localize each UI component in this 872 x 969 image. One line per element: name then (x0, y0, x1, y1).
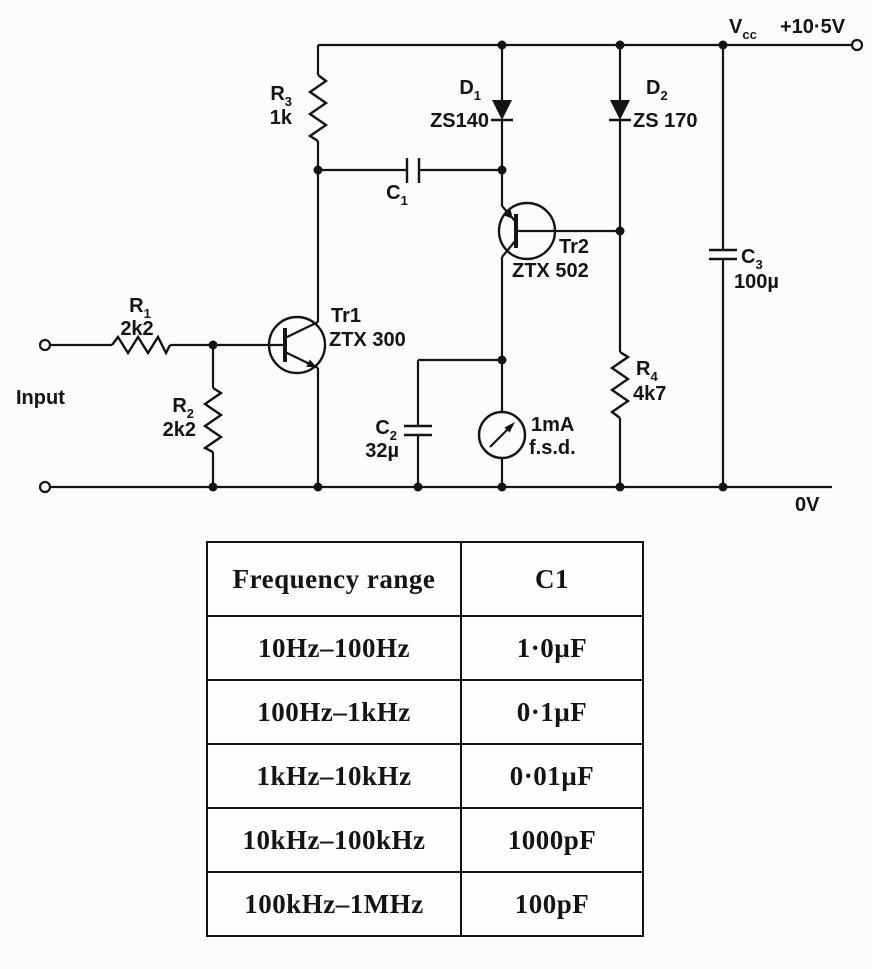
capacitor-c3 (709, 45, 737, 487)
d2-value: ZS 170 (633, 110, 697, 132)
transistor-tr2 (497, 201, 620, 360)
junction-dot (208, 482, 218, 492)
junction-dot (718, 482, 728, 492)
transistor-tr1 (267, 315, 327, 375)
junction-dot (208, 340, 218, 350)
frequency-range-cell: 1kHz–10kHz (208, 745, 462, 807)
junction-dot (497, 482, 507, 492)
r1-value: 2k2 (120, 318, 153, 340)
table-row: 10Hz–100Hz 1·0µF (208, 617, 642, 681)
input-label: Input (16, 387, 65, 409)
d1-value: ZS140 (430, 110, 489, 132)
junction-dot (718, 40, 728, 50)
meter-1ma (477, 360, 527, 487)
junction-dot (615, 40, 625, 50)
c1-value-cell: 0·1µF (516, 696, 588, 727)
table-row: 1kHz–10kHz 0·01µF (208, 745, 642, 809)
tr1-value: ZTX 300 (329, 329, 406, 351)
table-header-row: Frequency range C1 (208, 543, 642, 617)
meter-label-line1: 1mA (531, 414, 574, 436)
frequency-range-cell: 100Hz–1kHz (208, 681, 462, 743)
junction-dot (497, 165, 507, 175)
c2-value: 32µ (365, 440, 399, 462)
tr2-value: ZTX 502 (512, 260, 589, 282)
junction-dot (313, 482, 323, 492)
junction-dot (413, 482, 423, 492)
c1-value-cell: 1·0µF (516, 632, 588, 663)
table-header-c1: C1 (535, 563, 569, 594)
tr1-label: Tr1 (331, 305, 361, 327)
d1-label: D1 (459, 77, 481, 103)
c1-value-cell: 1000pF (507, 824, 597, 855)
capacitor-c2 (404, 358, 502, 487)
resistor-r2 (202, 345, 224, 487)
table-header-frequency-range: Frequency range (208, 543, 462, 615)
c3-value: 100µ (734, 271, 779, 293)
r4-value: 4k7 (633, 383, 666, 405)
r2-label: R2 (172, 395, 194, 421)
c2-label: C2 (375, 417, 397, 443)
frequency-range-cell: 10Hz–100Hz (208, 617, 462, 679)
vcc-terminal (850, 38, 864, 52)
capacitor-c1 (318, 158, 502, 183)
resistor-r4 (609, 350, 631, 487)
r3-value: 1k (270, 107, 293, 129)
r1-label: R1 (129, 295, 151, 321)
vcc-voltage-label: +10·5V (780, 16, 846, 38)
table-row: 10kHz–100kHz 1000pF (208, 809, 642, 873)
table-row: 100kHz–1MHz 100pF (208, 873, 642, 935)
frequency-range-cell: 10kHz–100kHz (208, 809, 462, 871)
meter-label-line2: f.s.d. (529, 437, 576, 459)
r4-label: R4 (636, 358, 658, 384)
c1-value-cell: 100pF (514, 888, 590, 919)
resistor-r1 (50, 334, 285, 356)
frequency-range-cell: 100kHz–1MHz (208, 873, 462, 935)
tr2-label: Tr2 (559, 236, 589, 258)
r2-value: 2k2 (163, 419, 196, 441)
table-row: 100Hz–1kHz 0·1µF (208, 681, 642, 745)
c1-value-cell: 0·01µF (509, 760, 595, 791)
junction-dot (615, 482, 625, 492)
c1-label: C1 (386, 182, 408, 208)
c3-label: C3 (741, 246, 763, 272)
junction-dot (615, 226, 625, 236)
zero-volt-label: 0V (795, 494, 820, 516)
diode-d2 (609, 45, 631, 352)
junction-dot (497, 40, 507, 50)
d2-label: D2 (646, 77, 668, 103)
circuit-diagram: Vcc +10·5V 0V Input R3 1k D1 ZS140 D2 ZS… (16, 16, 864, 516)
vcc-label: Vcc (729, 16, 757, 42)
c1-frequency-table: Frequency range C1 10Hz–100Hz 1·0µF 100H… (206, 541, 644, 937)
input-terminal-bottom (38, 480, 52, 494)
r3-label: R3 (270, 83, 292, 109)
input-terminal-top (38, 338, 52, 352)
diode-d1 (491, 45, 513, 206)
resistor-r3 (307, 45, 329, 487)
